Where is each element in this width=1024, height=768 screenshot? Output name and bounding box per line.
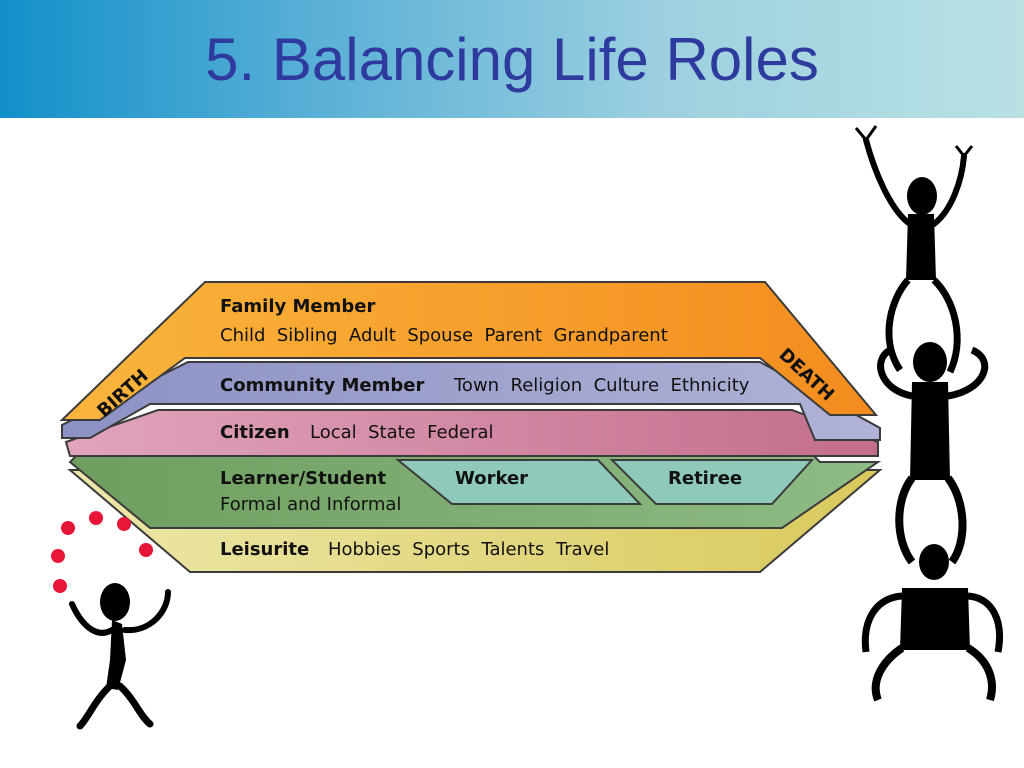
band-family: [59, 281, 879, 421]
juggle-ball: [89, 511, 103, 525]
role-name-learner: Learner/Student: [220, 468, 386, 489]
stacked-acrobats-icon: [854, 125, 1003, 702]
role-items-community: Town Religion Culture Ethnicity: [453, 375, 750, 396]
role-name-citizen: Citizen: [220, 422, 290, 443]
juggle-ball: [117, 517, 131, 531]
role-name-family: Family Member: [220, 296, 375, 317]
page-title: 5. Balancing Life Roles: [205, 26, 819, 93]
juggle-ball: [139, 543, 153, 557]
role-items-family: Child Sibling Adult Spouse Parent Grandp…: [220, 325, 668, 346]
juggle-ball: [61, 521, 75, 535]
role-items-learner: Formal and Informal: [220, 494, 401, 515]
role-items-citizen: Local State Federal: [310, 422, 494, 443]
role-name-leisurite: Leisurite: [220, 539, 309, 560]
band-citizen: [64, 409, 879, 457]
sub-role-retiree: Retiree: [668, 468, 742, 489]
role-name-community: Community Member: [220, 375, 424, 396]
band-worker: [395, 459, 643, 505]
juggle-ball: [53, 579, 67, 593]
role-items-leisurite: Hobbies Sports Talents Travel: [328, 539, 609, 560]
juggler-figure-icon: [51, 511, 171, 730]
band-community: [61, 361, 881, 441]
header-bar: [0, 0, 1024, 118]
sub-role-worker: Worker: [455, 468, 528, 489]
band-retiree: [609, 459, 815, 505]
juggle-ball: [51, 549, 65, 563]
